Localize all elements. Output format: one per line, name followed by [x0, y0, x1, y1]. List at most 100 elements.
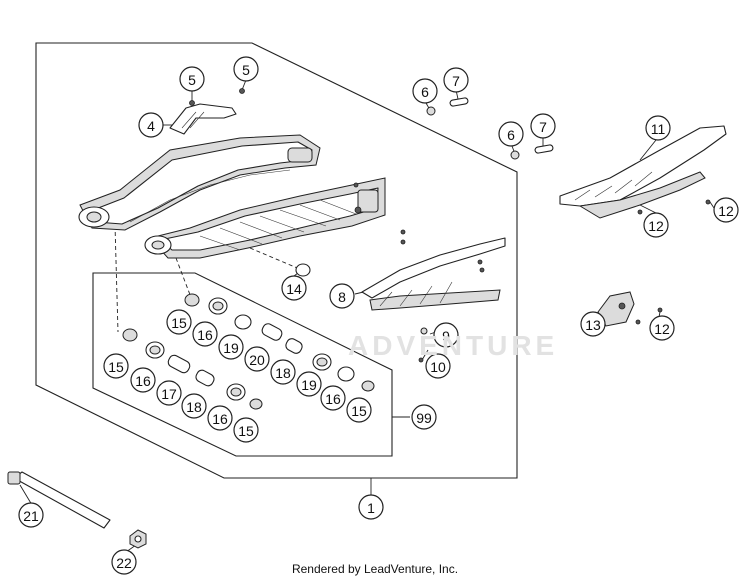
callout-16: 16: [192, 321, 218, 347]
callout-circle: [233, 417, 259, 443]
callout-circle: [412, 78, 438, 104]
callout-circle: [138, 112, 164, 138]
callout-circle: [233, 56, 259, 82]
callout-label: 1: [367, 500, 375, 516]
callout-circle: [192, 321, 218, 347]
callout-circle: [156, 380, 182, 406]
washer-6b: [510, 150, 520, 160]
callout-label: 17: [161, 386, 177, 402]
callout-circle: [270, 359, 296, 385]
callout-label: 8: [338, 289, 346, 305]
callout-13: 13: [580, 311, 606, 337]
callout-label: 6: [507, 127, 515, 143]
callout-18: 18: [270, 359, 296, 385]
bracket-13: [597, 291, 663, 327]
callout-label: 12: [654, 321, 670, 337]
callout-20: 20: [244, 346, 270, 372]
callout-label: 19: [301, 377, 317, 393]
callout-label: 99: [416, 410, 432, 426]
callout-22: 22: [111, 549, 137, 575]
callout-circle: [281, 275, 307, 301]
guard-piece: [169, 103, 237, 135]
callout-label: 22: [116, 555, 132, 571]
callout-15: 15: [233, 417, 259, 443]
callout-14: 14: [281, 275, 307, 301]
callout-5: 5: [179, 66, 205, 92]
callout-99: 99: [411, 404, 437, 430]
callout-circle: [530, 113, 556, 139]
callout-label: 15: [238, 423, 254, 439]
callout-label: 21: [23, 508, 39, 524]
callout-12: 12: [643, 212, 669, 238]
callout-label: 15: [108, 359, 124, 375]
callout-8: 8: [329, 283, 355, 309]
callout-17: 17: [156, 380, 182, 406]
callout-label: 18: [186, 399, 202, 415]
callout-circle: [18, 502, 44, 528]
callout-19: 19: [296, 371, 322, 397]
callout-21: 21: [18, 502, 44, 528]
callout-16: 16: [207, 405, 233, 431]
callout-15: 15: [103, 353, 129, 379]
alignment-lines: [114, 224, 303, 333]
callout-19: 19: [218, 334, 244, 360]
callout-16: 16: [320, 385, 346, 411]
callout-circle: [244, 346, 270, 372]
part-10: [418, 357, 424, 363]
footer-credit: Rendered by LeadVenture, Inc.: [291, 562, 459, 576]
callout-label: 16: [135, 373, 151, 389]
callout-circle: [411, 404, 437, 430]
callout-circle: [433, 322, 459, 348]
callout-circle: [130, 367, 156, 393]
callout-6: 6: [498, 121, 524, 147]
callout-label: 16: [197, 327, 213, 343]
callout-circle: [425, 353, 451, 379]
callout-label: 12: [648, 218, 664, 234]
callout-circle: [111, 549, 137, 575]
callout-1: 1: [358, 494, 384, 520]
callout-label: 4: [147, 118, 155, 134]
callout-label: 14: [286, 281, 302, 297]
swingarm: [78, 134, 386, 259]
bolt-5a: [189, 100, 195, 106]
callout-circle: [580, 311, 606, 337]
callout-circle: [498, 121, 524, 147]
washer-6a: [426, 106, 436, 116]
callout-12: 12: [649, 315, 675, 341]
assembly-frame-outline: [35, 42, 518, 479]
callout-9: 9: [433, 322, 459, 348]
chain-guard: [559, 125, 727, 219]
callout-label: 9: [442, 328, 450, 344]
callout-circle: [181, 393, 207, 419]
callout-circle: [649, 315, 675, 341]
callout-circle: [645, 115, 671, 141]
callout-label: 19: [223, 340, 239, 356]
callout-16: 16: [130, 367, 156, 393]
callout-15: 15: [166, 309, 192, 335]
bearing-kit-parts: [122, 293, 375, 410]
callout-label: 18: [275, 365, 291, 381]
callout-label: 7: [539, 119, 547, 135]
callout-label: 15: [351, 403, 367, 419]
callout-label: 10: [430, 359, 446, 375]
callout-15: 15: [346, 397, 372, 423]
callout-10: 10: [425, 353, 451, 379]
callout-circle: [358, 494, 384, 520]
callout-label: 13: [585, 317, 601, 333]
callout-label: 11: [651, 121, 666, 137]
callout-circle: [296, 371, 322, 397]
callout-18: 18: [181, 393, 207, 419]
callout-circle: [166, 309, 192, 335]
callout-circle: [443, 67, 469, 93]
callout-label: 15: [171, 315, 187, 331]
bushing-14: [295, 263, 311, 277]
part-9: [420, 327, 428, 335]
callout-11: 11: [645, 115, 671, 141]
bolt-5b: [239, 88, 245, 94]
nut-22: [129, 529, 147, 549]
callout-circle: [329, 283, 355, 309]
callout-label: 16: [212, 411, 228, 427]
callout-circle: [218, 334, 244, 360]
